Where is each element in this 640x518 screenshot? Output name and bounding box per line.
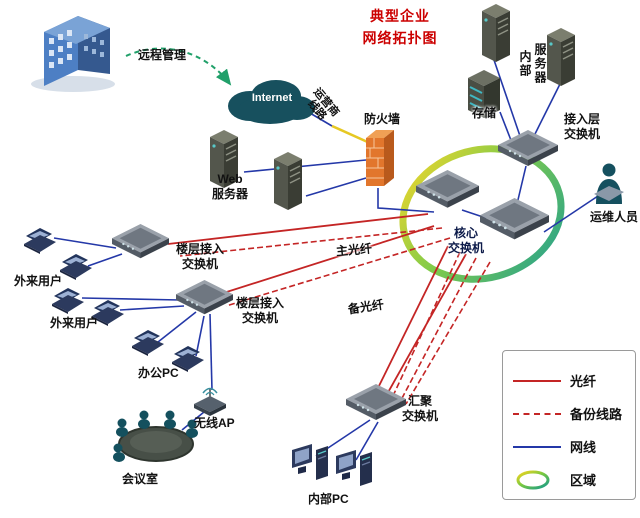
legend-row-lan: 网线 (513, 430, 627, 463)
access-layer-switch-icon (498, 130, 558, 166)
external-user-laptop-icon (52, 288, 84, 314)
network-cable-line (355, 421, 379, 461)
network-cable-line (53, 237, 117, 249)
core-switch-icon (480, 198, 549, 240)
meeting-room-icon (112, 409, 199, 463)
wireless-ap-label: 无线AP (194, 416, 235, 430)
backup-lines (179, 227, 491, 405)
network-cable-line (119, 305, 185, 311)
fiber-lines (167, 213, 467, 397)
legend-row-zone: 区域 (513, 463, 627, 496)
network-cable-line (209, 313, 213, 391)
aggregation-switch-icon (346, 384, 406, 420)
lan-line-sample (513, 445, 561, 448)
office-pc-laptop-icon (132, 330, 164, 356)
internal-server-icon (481, 3, 511, 63)
floor-access-switch-icon (112, 224, 169, 259)
main-fiber-label: 主光纤 (335, 241, 373, 259)
fiber-line (385, 253, 467, 397)
fiber-line (375, 245, 449, 393)
network-cable-line (81, 297, 181, 301)
network-cable-line (195, 315, 205, 357)
headquarters-building-icon (31, 16, 115, 92)
internet-label: Internet (251, 92, 293, 104)
external-users-label: 外来用户 (14, 274, 63, 288)
network-cable-line (377, 188, 435, 213)
backup-line (225, 237, 451, 307)
storage-label: 存储 (471, 106, 496, 120)
remote-management-arrow (125, 47, 232, 86)
backup-line (179, 227, 443, 257)
network-cable-line (87, 253, 123, 267)
legend-row-fiber: 光纤 (513, 364, 627, 397)
fiber-line (213, 225, 435, 297)
network-cable-line (533, 83, 561, 137)
legend-backup-label: 备份线路 (570, 407, 623, 422)
remote-management-label: 远程管理 (138, 48, 187, 62)
carrier-line (331, 124, 373, 146)
fiber-line (167, 213, 429, 245)
firewall-label: 防火墙 (364, 112, 401, 126)
core-switch-label: 核心 交换机 (447, 226, 484, 255)
network-cable-line (305, 177, 367, 197)
legend: 光纤 备份线路 网线 区域 (502, 350, 636, 500)
web-server-label: Web 服务器 (211, 172, 248, 201)
network-cable-line (157, 311, 197, 343)
internal-pc-label: 内部PC (308, 492, 349, 506)
lan-lines (53, 59, 599, 461)
network-cable-line (516, 165, 527, 205)
internal-server-label: 内部 服务器 (518, 43, 547, 85)
ops-staff-label: 运维人员 (589, 210, 638, 224)
wireless-ap-icon (193, 387, 227, 417)
floor-access-switch-label: 楼层接入 交换机 (175, 242, 224, 271)
backup-line (399, 257, 477, 403)
firewall-icon (365, 129, 395, 187)
legend-lan-label: 网线 (570, 440, 597, 455)
network-cable-line (243, 159, 367, 173)
external-users-label: 外来用户 (50, 316, 99, 330)
backup-line (405, 261, 491, 405)
access-layer-switch-label: 接入层 交换机 (563, 112, 600, 141)
office-pc-label: 办公PC (138, 366, 179, 380)
zone-ring-sample (516, 470, 550, 489)
internal-pc-icon (291, 443, 329, 481)
internal-server-icon (546, 27, 576, 87)
floor-access-switch-icon (176, 280, 233, 315)
aggregation-switch-label: 汇聚 交换机 (401, 394, 438, 423)
legend-zone-label: 区域 (570, 473, 597, 488)
fiber-line-sample (513, 379, 561, 382)
external-user-laptop-icon (24, 228, 56, 254)
network-cable-line (493, 59, 521, 137)
internal-pc-icon (335, 449, 373, 487)
floor-access-switch-label: 楼层接入 交换机 (235, 296, 284, 325)
web-server-icon (273, 151, 303, 211)
diagram-title: 典型企业 网络拓扑图 (362, 8, 438, 46)
external-user-laptop-icon (60, 254, 92, 280)
core-zone-ring (399, 145, 565, 283)
legend-row-backup: 备份线路 (513, 397, 627, 430)
backup-line-sample (513, 412, 561, 415)
ops-staff-icon (594, 163, 624, 204)
meeting-room-label: 会议室 (122, 472, 159, 486)
network-cable-line (543, 195, 599, 233)
legend-fiber-label: 光纤 (570, 374, 597, 389)
